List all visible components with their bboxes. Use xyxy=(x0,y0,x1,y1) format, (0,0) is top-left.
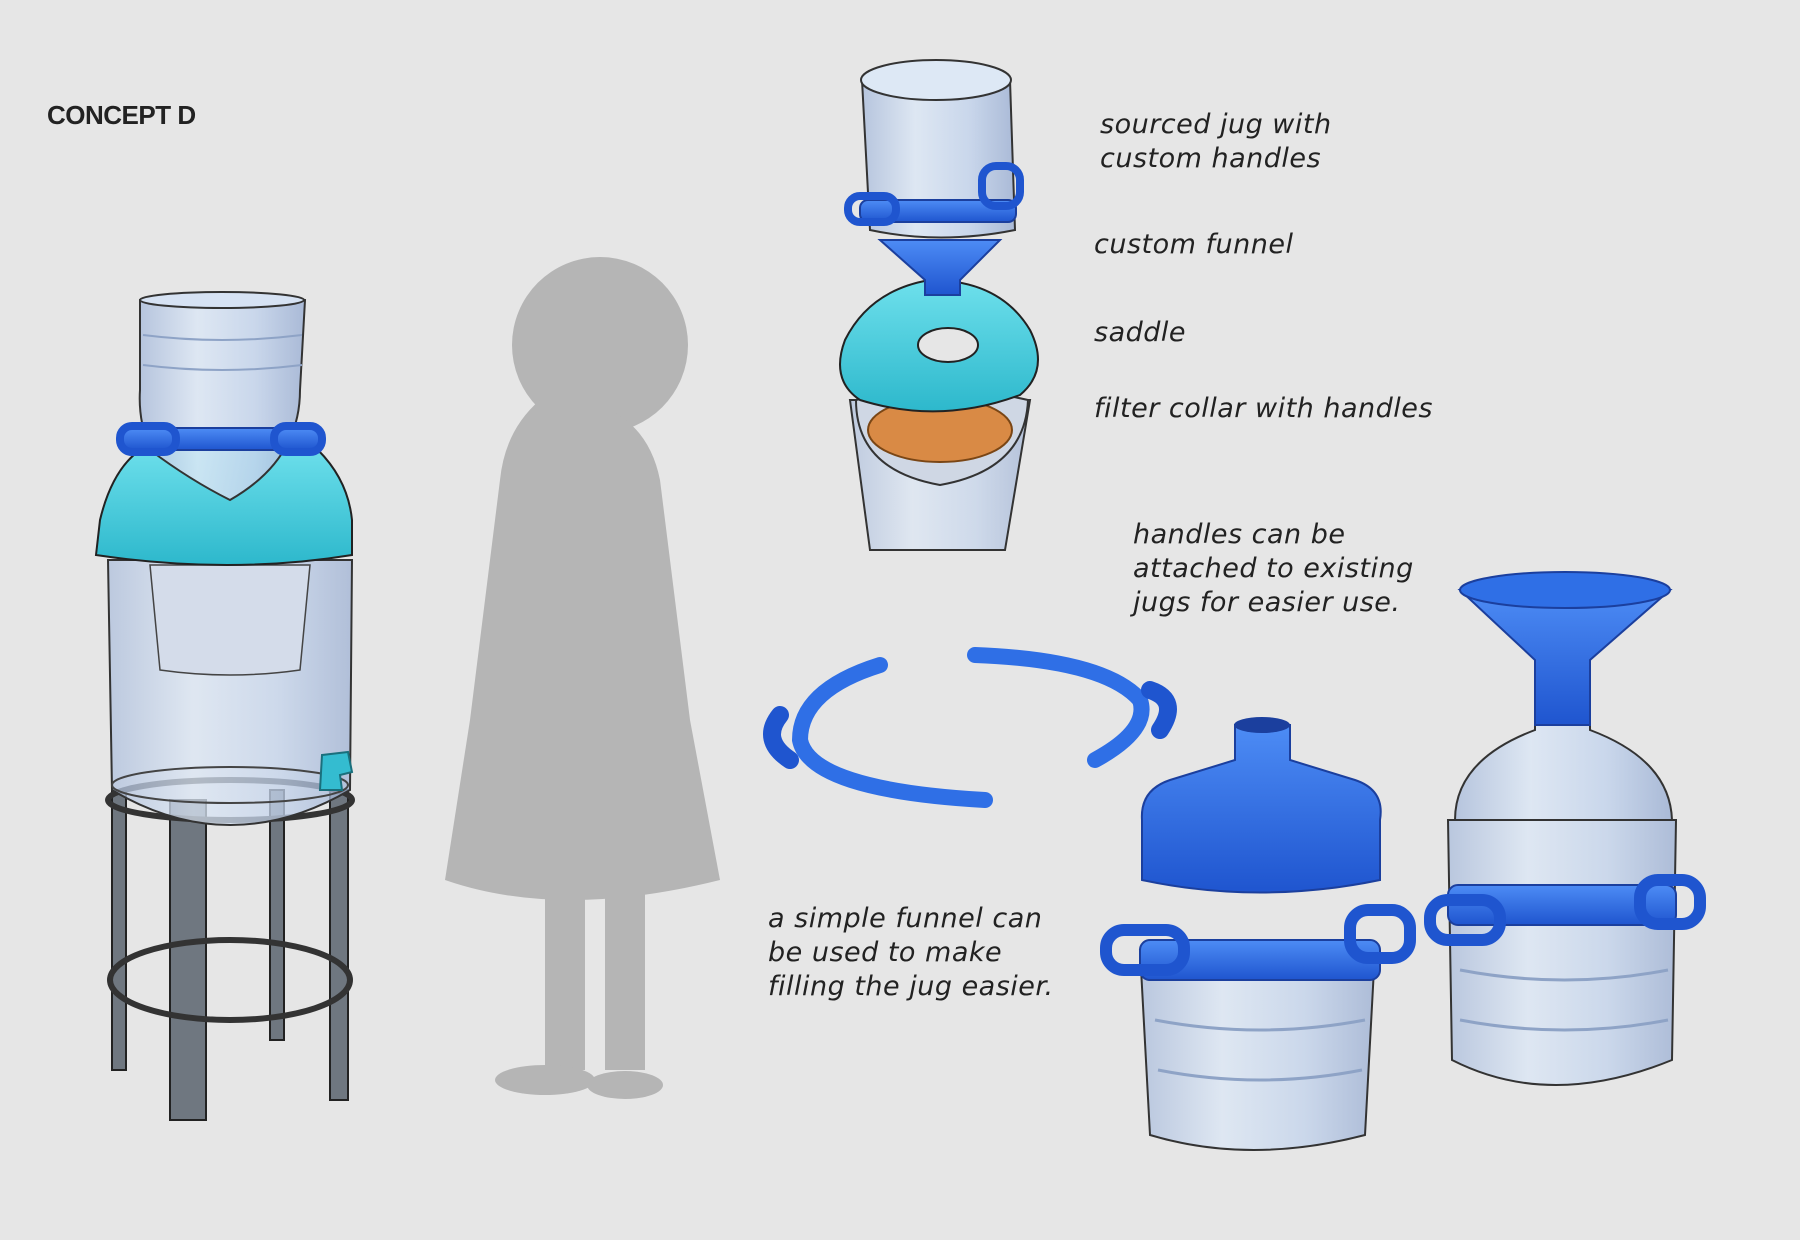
custom-funnel-part xyxy=(877,239,1003,296)
label-sourced-jug: sourced jug with custom handles xyxy=(1100,109,1332,174)
child-silhouette xyxy=(445,257,720,1099)
concept-title: CONCEPT D xyxy=(47,100,196,130)
jug-with-funnel-illustration xyxy=(1424,571,1706,1086)
split-handle-ring xyxy=(763,647,1177,808)
label-filter-collar: filter collar with handles xyxy=(1094,393,1433,424)
sourced-jug-part xyxy=(860,79,1017,239)
jug-with-handles-illustration xyxy=(1100,717,1416,1151)
note-handles: handles can be attached to existing jugs… xyxy=(1133,519,1414,618)
label-custom-funnel: custom funnel xyxy=(1094,229,1294,260)
note-funnel: a simple funnel can be used to make fill… xyxy=(768,903,1054,1002)
jug-handle-collar xyxy=(116,422,326,456)
saddle-shell xyxy=(94,444,353,566)
metal-stand xyxy=(105,777,355,1121)
tap-icon xyxy=(318,750,354,791)
assembled-filter-illustration xyxy=(94,291,355,1121)
label-saddle: saddle xyxy=(1094,317,1187,348)
exploded-view-illustration xyxy=(839,59,1039,551)
